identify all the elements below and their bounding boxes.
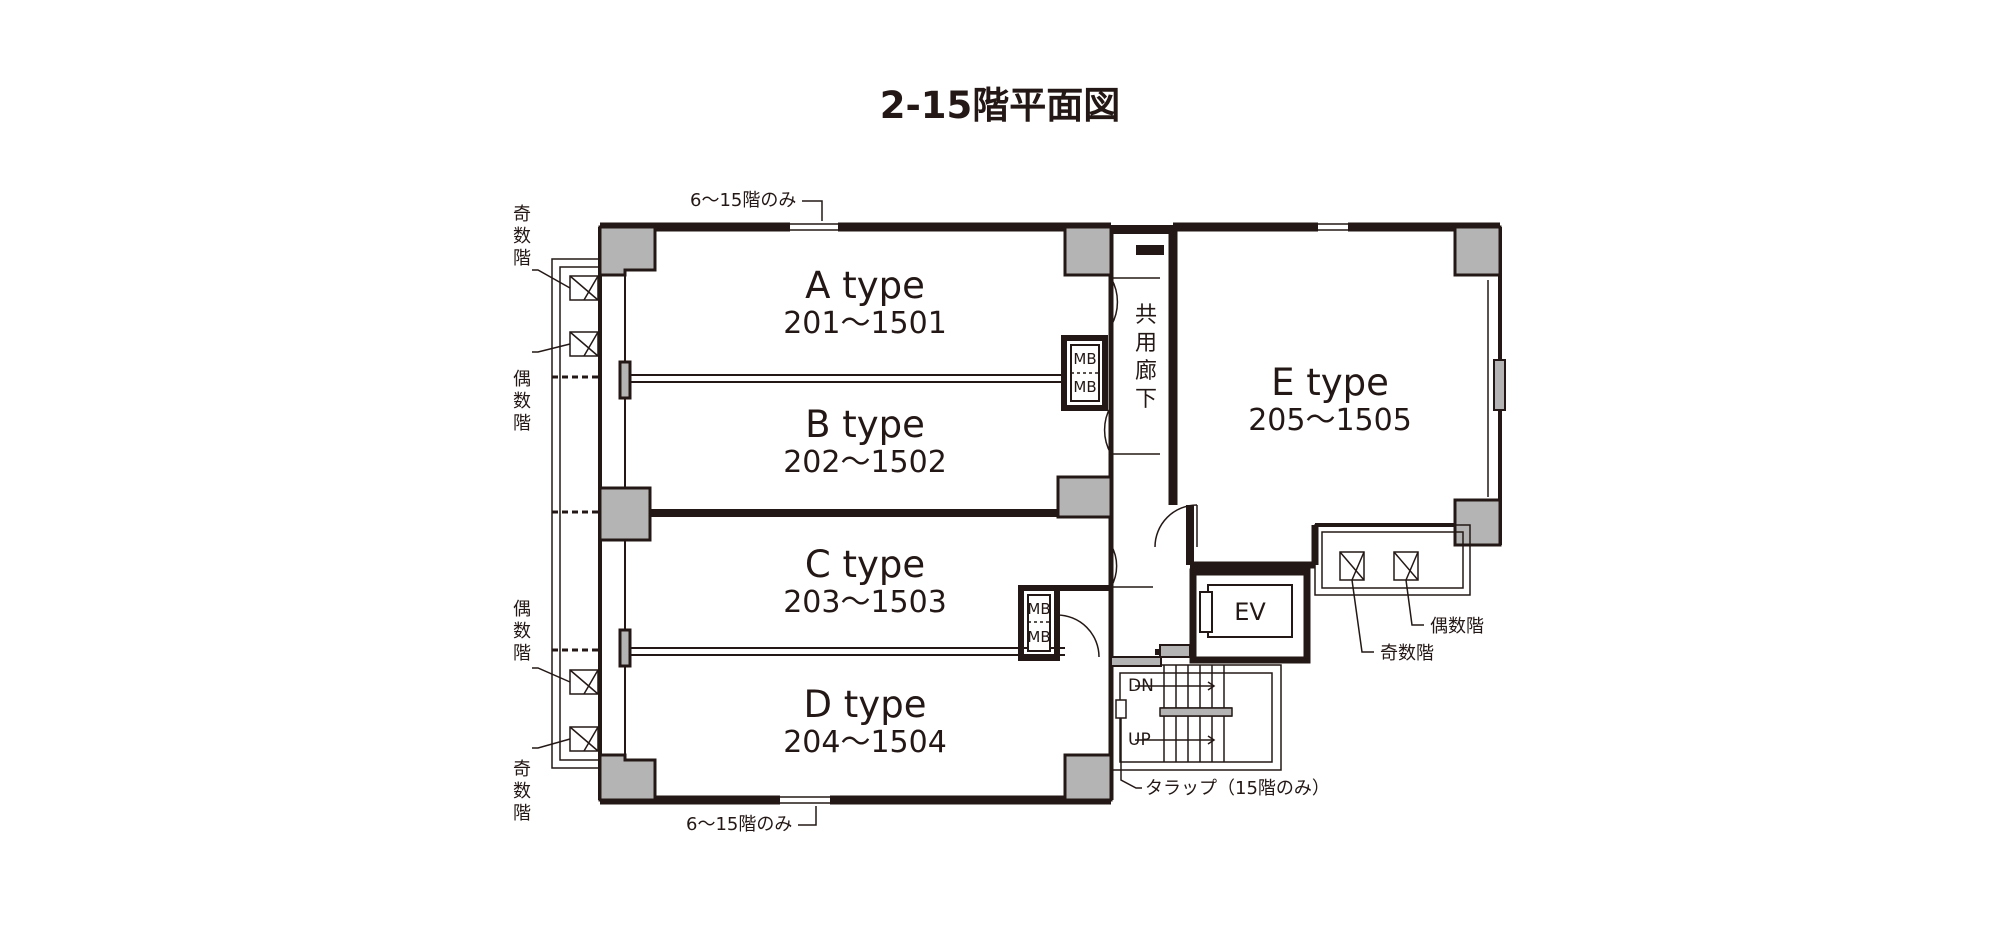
common-corridor-label: 共 用 廊 下 <box>1135 303 1157 412</box>
stair-landing-wall <box>1110 656 1162 667</box>
even-floor-label-top: 偶 数 階 <box>513 369 531 434</box>
label-char: 数 <box>513 621 531 642</box>
label-char: 奇 <box>513 204 531 225</box>
label-char: 数 <box>513 226 531 247</box>
corridor-char: 用 <box>1135 331 1157 356</box>
bottom-note: 6〜15階のみ <box>686 814 792 835</box>
corridor-char: 共 <box>1135 303 1157 328</box>
even-floor-label-right: 偶数階 <box>1430 616 1484 637</box>
unit-a-rooms: 201〜1501 <box>783 306 947 341</box>
odd-floor-label-bottom: 奇 数 階 <box>513 759 531 824</box>
trap-label: タラップ（15階のみ） <box>1145 778 1330 799</box>
even-floor-label-bottom: 偶 数 階 <box>513 599 531 664</box>
unit-d-type: D type <box>804 683 927 726</box>
label-char: 数 <box>513 781 531 802</box>
mb-label: MB <box>1073 378 1096 396</box>
label-char: 数 <box>513 391 531 412</box>
mb-box-lower: MB MB <box>1018 585 1060 661</box>
window-bottom-left <box>780 794 830 806</box>
window-top-left <box>790 221 838 233</box>
mb-box-upper: MB MB <box>1061 335 1108 411</box>
unit-b-rooms: 202〜1502 <box>783 445 947 480</box>
elevator: EV <box>1189 568 1311 664</box>
balcony-hatches-left <box>569 275 599 752</box>
odd-floor-label-top: 奇 数 階 <box>513 204 531 269</box>
corridor-char: 下 <box>1135 387 1157 412</box>
label-char: 奇 <box>513 759 531 780</box>
mb-label: MB <box>1027 600 1050 618</box>
staircase <box>1110 664 1282 771</box>
label-char: 階 <box>513 248 531 269</box>
unit-c-rooms: 203〜1503 <box>783 585 947 620</box>
label-char: 階 <box>513 803 531 824</box>
corridor-cap <box>1111 225 1173 234</box>
unit-c-type: C type <box>805 543 925 586</box>
columns-right <box>1453 225 1502 547</box>
unit-e-rooms: 205〜1505 <box>1248 403 1412 438</box>
label-char: 階 <box>513 643 531 664</box>
left-balcony <box>551 258 601 769</box>
unit-d-rooms: 204〜1504 <box>783 725 947 760</box>
corridor-fixture <box>1136 245 1164 255</box>
balcony-leaders-left <box>532 269 571 749</box>
unit-a-type: A type <box>805 264 925 307</box>
unit-e-type: E type <box>1271 361 1389 404</box>
mb-label: MB <box>1073 350 1096 368</box>
page-title: 2-15階平面図 <box>880 84 1121 127</box>
label-char: 階 <box>513 413 531 434</box>
mb-label: MB <box>1027 628 1050 646</box>
unit-b-type: B type <box>805 403 925 446</box>
columns-left <box>598 225 1113 802</box>
stair-up-label: UP <box>1128 730 1151 750</box>
label-char: 偶 <box>513 599 531 620</box>
balcony-leaders-right <box>1351 579 1424 653</box>
label-char: 偶 <box>513 369 531 390</box>
right-balcony <box>1314 524 1471 596</box>
door-swing-e <box>1154 504 1198 548</box>
window-top-right <box>1318 221 1348 233</box>
trap-ladder <box>1115 699 1127 719</box>
odd-floor-label-right: 奇数階 <box>1380 643 1434 664</box>
elevator-label: EV <box>1234 598 1266 626</box>
top-note: 6〜15階のみ <box>690 190 796 211</box>
stair-down-label: DN <box>1128 676 1154 696</box>
door-swings-left <box>1056 277 1160 658</box>
balcony-hatches-right <box>1339 551 1419 581</box>
corridor-char: 廊 <box>1135 359 1157 384</box>
